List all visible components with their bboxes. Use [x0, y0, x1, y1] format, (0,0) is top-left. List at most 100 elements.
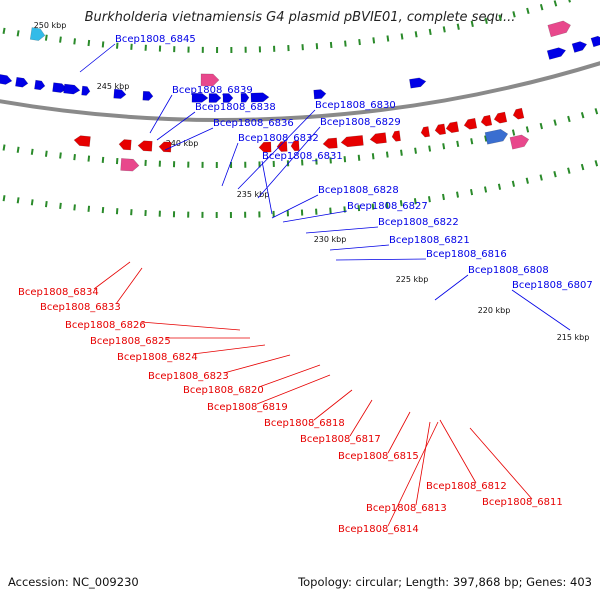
label-leader	[164, 127, 214, 151]
gene-label[interactable]: Bcep1808_6822	[378, 217, 459, 228]
minus-strand-gene	[73, 135, 91, 147]
gene-label[interactable]: Bcep1808_6838	[195, 102, 276, 113]
ruler-label: 225 kbp	[396, 275, 429, 284]
ruler-tick	[484, 17, 488, 24]
ruler-label: 215 kbp	[557, 333, 590, 342]
ruler-tick	[357, 204, 361, 212]
gene-label[interactable]: Bcep1808_6832	[238, 133, 319, 144]
gene-label[interactable]: Bcep1808_6807	[512, 280, 593, 291]
ruler-tick	[371, 203, 375, 210]
gene-label[interactable]: Bcep1808_6813	[366, 503, 447, 514]
ruler-tick	[399, 200, 403, 207]
ruler-tick	[456, 191, 460, 198]
ruler-tick	[512, 11, 516, 18]
minus-strand-gene	[118, 139, 132, 151]
minus-strand-gene	[391, 130, 401, 142]
label-leader	[79, 43, 116, 73]
ruler-label: 245 kbp	[97, 82, 130, 91]
gene-label[interactable]: Bcep1808_6834	[18, 287, 99, 298]
label-leader	[115, 267, 143, 305]
ruler-tick	[414, 31, 418, 38]
ruler-tick	[44, 34, 48, 41]
label-leader	[434, 274, 469, 301]
gene-label[interactable]: Bcep1808_6839	[172, 85, 253, 96]
plus-strand-gene	[240, 92, 250, 103]
ruler-label: 250 kbp	[34, 21, 67, 30]
gene-label[interactable]: Bcep1808_6811	[482, 497, 563, 508]
ruler-tick	[101, 207, 105, 214]
gene-label[interactable]: Bcep1808_6827	[347, 201, 428, 212]
plus-strand-gene	[590, 35, 600, 48]
label-leader	[93, 261, 131, 290]
plus-strand-gene	[63, 83, 81, 95]
ruler-tick	[358, 38, 361, 46]
plus-strand-gene	[34, 79, 46, 91]
label-leader	[140, 321, 241, 331]
plus-strand-gene	[191, 92, 209, 103]
gene-label[interactable]: Bcep1808_6833	[40, 302, 121, 313]
gene-label[interactable]: Bcep1808_6814	[338, 524, 419, 535]
highlighted-gene	[29, 27, 46, 41]
ruler-label: 240 kbp	[166, 139, 199, 148]
genome-summary: Topology: circular; Length: 397,868 bp; …	[298, 575, 592, 589]
label-leader	[439, 419, 477, 484]
gene-label[interactable]: Bcep1808_6812	[426, 481, 507, 492]
gene-label[interactable]: Bcep1808_6825	[90, 336, 171, 347]
gene-label[interactable]: Bcep1808_6816	[426, 249, 507, 260]
ruler-tick	[400, 149, 403, 156]
ruler-tick	[594, 160, 599, 167]
minus-strand-gene	[276, 141, 288, 152]
gene-label[interactable]: Bcep1808_6819	[207, 402, 288, 413]
gene-label[interactable]: Bcep1808_6817	[300, 434, 381, 445]
plus-strand-gene	[208, 93, 222, 103]
ruler-tick	[567, 167, 571, 174]
label-leader	[387, 411, 411, 454]
ruler-tick	[87, 205, 91, 212]
gene-label[interactable]: Bcep1808_6818	[264, 418, 345, 429]
ruler-tick	[16, 197, 20, 204]
plus-strand-gene	[484, 129, 509, 145]
ruler-tick	[553, 119, 557, 126]
ruler-tick	[511, 129, 516, 136]
ruler-tick	[386, 35, 390, 42]
gene-label[interactable]: Bcep1808_6820	[183, 385, 264, 396]
gene-label[interactable]: Bcep1808_6815	[338, 451, 419, 462]
ruler-tick	[526, 7, 530, 15]
gene-label[interactable]: Bcep1808_6824	[117, 352, 198, 363]
rna-feature	[547, 20, 571, 38]
gene-label[interactable]: Bcep1808_6830	[315, 100, 396, 111]
minus-strand-gene	[258, 141, 272, 153]
ruler-tick	[343, 156, 347, 163]
ruler-tick	[539, 174, 543, 181]
gene-label[interactable]: Bcep1808_6826	[65, 320, 146, 331]
minus-strand-gene	[420, 126, 431, 138]
ruler-tick	[525, 177, 529, 184]
ruler-tick	[44, 201, 48, 208]
minus-strand-gene	[137, 140, 153, 152]
genome-backbone	[0, 61, 600, 122]
rna-feature	[509, 134, 530, 150]
plus-strand-gene	[409, 77, 427, 89]
label-leader	[313, 389, 353, 421]
label-leader	[149, 94, 173, 134]
ruler-tick	[30, 199, 34, 206]
plus-strand-gene	[313, 89, 327, 100]
ruler-tick	[553, 0, 558, 7]
gene-label[interactable]: Bcep1808_6828	[318, 185, 399, 196]
label-leader	[335, 258, 427, 261]
gene-label[interactable]: Bcep1808_6845	[115, 34, 196, 45]
ruler-tick	[2, 144, 6, 151]
ruler-tick	[357, 154, 361, 161]
gene-label[interactable]: Bcep1808_6829	[320, 117, 401, 128]
ruler-tick	[344, 40, 347, 47]
plus-strand-gene	[250, 92, 270, 103]
ruler-tick	[59, 202, 62, 209]
gene-label[interactable]: Bcep1808_6831	[262, 151, 343, 162]
gene-label[interactable]: Bcep1808_6821	[389, 235, 470, 246]
gene-label[interactable]: Bcep1808_6808	[468, 265, 549, 276]
gene-label[interactable]: Bcep1808_6836	[213, 118, 294, 129]
minus-strand-gene	[434, 123, 447, 136]
ruler-tick	[101, 41, 105, 48]
gene-label[interactable]: Bcep1808_6823	[148, 371, 229, 382]
minus-strand-gene	[493, 111, 508, 124]
